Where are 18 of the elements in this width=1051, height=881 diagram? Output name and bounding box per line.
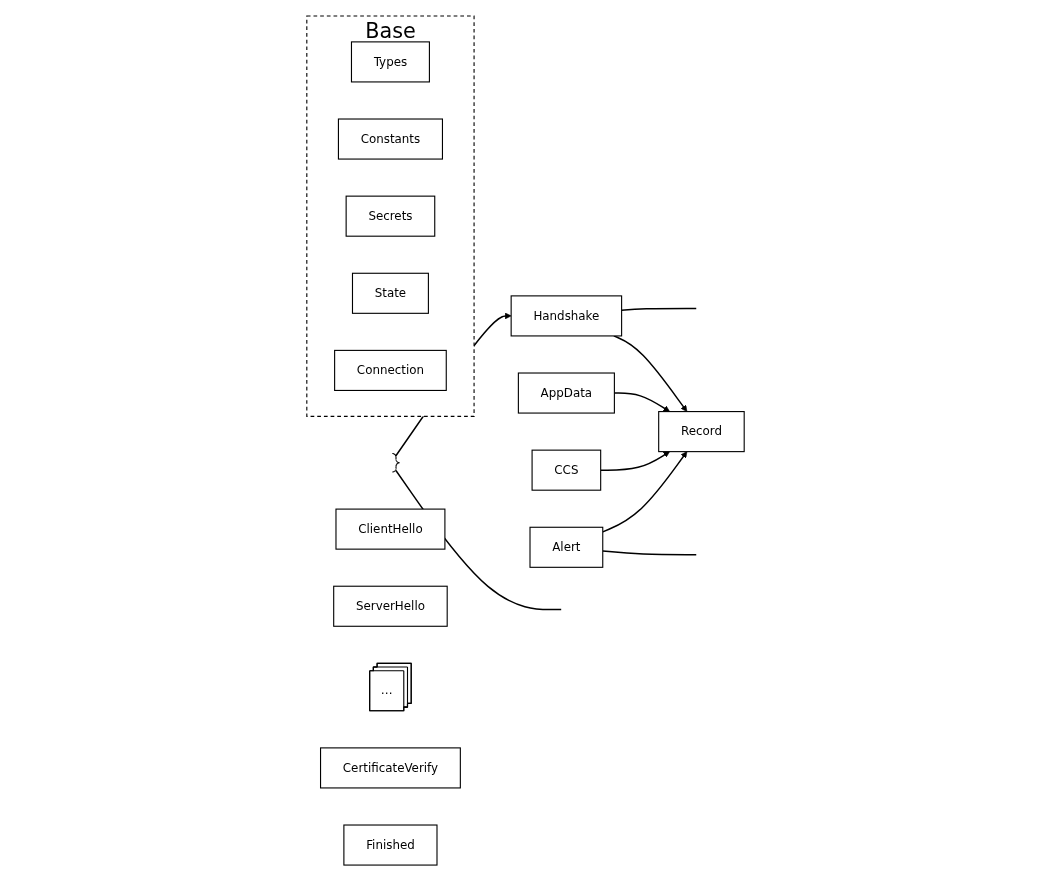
node-box: Record xyxy=(658,411,745,453)
node-box: Types xyxy=(350,41,430,83)
node-box: Secrets xyxy=(345,195,436,237)
node-box: Connection xyxy=(334,349,447,391)
node-box: Finished xyxy=(343,824,438,866)
node-box: ClientHello xyxy=(335,508,446,550)
node-box: CCS xyxy=(531,449,602,491)
node-bracket xyxy=(391,452,401,473)
arrow xyxy=(602,451,688,533)
node-box: Handshake xyxy=(510,295,623,337)
node-box: Constants xyxy=(337,118,443,160)
node-box: State xyxy=(351,272,429,314)
node-box: AppData xyxy=(517,372,615,414)
connector xyxy=(602,550,697,556)
node-box: ServerHello xyxy=(333,585,448,627)
node-box: CertificateVerify xyxy=(320,747,461,789)
node-box: Alert xyxy=(529,526,604,568)
arrow xyxy=(613,335,688,412)
